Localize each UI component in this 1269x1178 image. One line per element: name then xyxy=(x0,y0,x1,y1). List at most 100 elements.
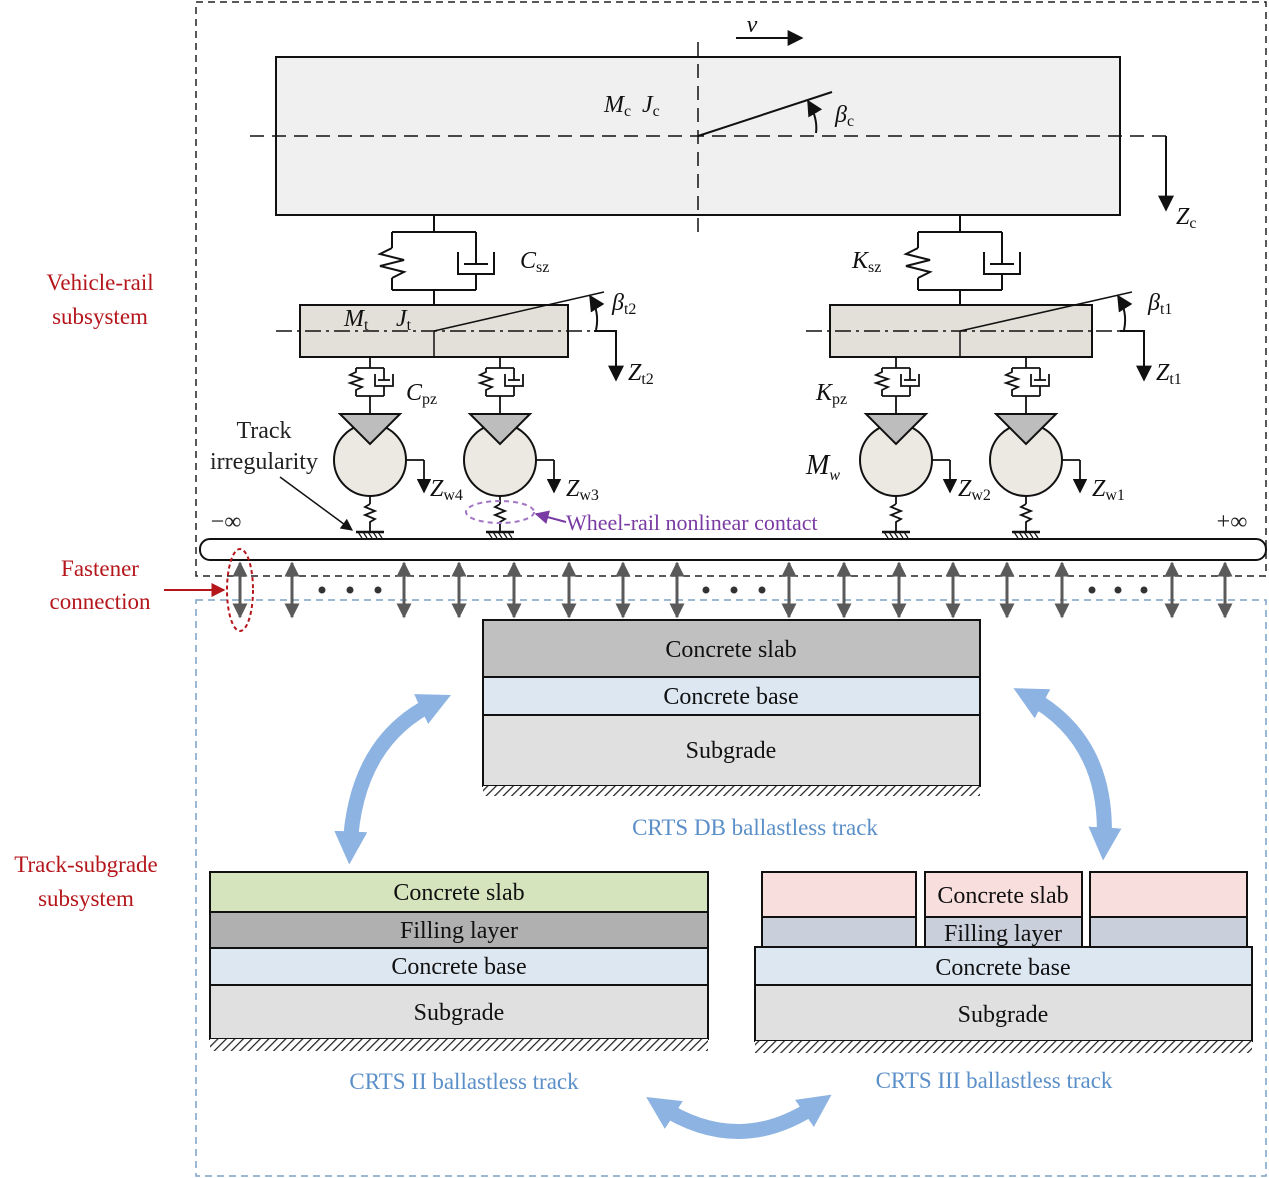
curved-arrow-bottom xyxy=(646,1094,832,1139)
db-ground-hatch xyxy=(483,786,980,796)
track-irregularity-arrow xyxy=(279,476,353,531)
car-bounce-label: Zc xyxy=(1176,204,1196,232)
iii-filling-layer xyxy=(924,916,1083,948)
wheel-rail-contact-label: Wheel-rail nonlinear contact xyxy=(566,510,818,535)
bogie-rear-pitch-line xyxy=(433,291,605,332)
vehicle-rail-label: Vehicle-rail xyxy=(46,270,153,295)
primary-stiffness-label: Kpz xyxy=(815,380,847,408)
iii-fill-left xyxy=(761,916,917,948)
track-irregularity-label-2: irregularity xyxy=(210,449,318,475)
car-mass-label: Mc xyxy=(603,92,631,120)
ellipsis-dot-0-0 xyxy=(318,586,326,594)
wheelsets xyxy=(333,357,1088,539)
velocity-symbol: v xyxy=(747,12,758,38)
fastener-label: Fastener xyxy=(61,556,139,581)
db-subgrade-label: Subgrade xyxy=(686,738,777,764)
wheelset-2 xyxy=(463,357,562,539)
track-subgrade-label: Track-subgrade xyxy=(14,852,158,877)
iii-slab-right xyxy=(1089,871,1248,918)
car-pitch-arc xyxy=(807,99,823,134)
bogie-rear-bounce-arrow xyxy=(594,330,624,382)
ii-base-label: Concrete base xyxy=(391,954,526,980)
wheel-mass-label: Mw xyxy=(805,450,840,484)
track-subgrade-boundary xyxy=(195,599,1267,1177)
track-irregularity-label: Track xyxy=(236,418,291,444)
rail xyxy=(199,538,1267,561)
crts-iii-track: Concrete slab Filling layer Concrete bas… xyxy=(754,871,1253,1053)
bogie-rear-pitch-arc xyxy=(589,294,605,331)
iii-base-label: Concrete base xyxy=(935,955,1070,981)
db-subgrade xyxy=(482,714,981,787)
iii-ground-hatch xyxy=(755,1041,1252,1053)
contact-arrow xyxy=(534,510,567,525)
bogie-front-bounce-label: Zt1 xyxy=(1156,360,1182,388)
plus-infinity-label: +∞ xyxy=(1217,509,1248,535)
ii-filling-label: Filling layer xyxy=(400,918,518,944)
car-pitch-label: βc xyxy=(834,102,854,130)
minus-infinity-label: −∞ xyxy=(211,509,242,535)
db-concrete-slab xyxy=(482,619,981,678)
wheel4-label: Zw4 xyxy=(430,476,463,504)
ellipsis-dot-2-1 xyxy=(1114,586,1122,594)
ellipsis-dot-0-2 xyxy=(374,586,382,594)
bogie-mass-label: Mt xyxy=(343,306,369,334)
wheel2-label: Zw2 xyxy=(958,476,991,504)
bogie-front-pitch-line xyxy=(959,291,1133,332)
primary-damping-label: Cpz xyxy=(406,380,437,408)
vehicle-rail-boundary xyxy=(195,1,1267,577)
secondary-suspension-right xyxy=(903,215,1021,305)
curved-arrow-left xyxy=(334,694,451,865)
wheelset-3 xyxy=(859,357,958,539)
ii-slab-label: Concrete slab xyxy=(393,880,524,906)
ellipsis-dot-1-2 xyxy=(758,586,766,594)
wheelset-4 xyxy=(989,357,1088,539)
bogie-rear-pitch-label: βt2 xyxy=(611,290,636,318)
db-slab-label: Concrete slab xyxy=(665,637,796,663)
crts-ii-track: Concrete slab Filling layer Concrete bas… xyxy=(209,871,709,1051)
ii-subgrade xyxy=(209,984,709,1040)
wheel1-label: Zw1 xyxy=(1092,476,1125,504)
iii-concrete-slab xyxy=(924,871,1083,918)
contact-ellipse xyxy=(465,500,535,524)
crts-iii-caption: CRTS III ballastless track xyxy=(876,1068,1113,1093)
db-concrete-base xyxy=(482,676,981,716)
iii-concrete-base xyxy=(754,946,1253,986)
fastener-row xyxy=(232,561,1233,619)
crts-db-caption: CRTS DB ballastless track xyxy=(632,815,878,840)
secondary-suspension-left xyxy=(377,215,495,305)
ellipsis-dot-2-2 xyxy=(1140,586,1148,594)
iii-subgrade xyxy=(754,984,1253,1042)
ii-concrete-slab xyxy=(209,871,709,913)
ii-ground-hatch xyxy=(210,1039,708,1051)
wheel3-label: Zw3 xyxy=(566,476,599,504)
crts-ii-caption: CRTS II ballastless track xyxy=(349,1069,579,1094)
wheelset-1 xyxy=(333,357,432,539)
iii-subgrade-label: Subgrade xyxy=(958,1002,1049,1028)
iii-fill-right xyxy=(1089,916,1248,948)
ellipsis-dot-1-0 xyxy=(702,586,710,594)
fastener-label-2: connection xyxy=(50,589,151,614)
bogie-inertia-label: Jt xyxy=(396,306,412,334)
ellipsis-dot-0-1 xyxy=(346,586,354,594)
crts-db-track: Concrete slab Concrete base Subgrade xyxy=(482,619,981,796)
car-inertia-label: Jc xyxy=(642,92,660,120)
bogie-rear-bounce-label: Zt2 xyxy=(628,360,654,388)
vehicle-rail-label-2: subsystem xyxy=(52,304,148,329)
car-pitch-line xyxy=(697,91,833,137)
ellipsis-dot-2-0 xyxy=(1088,586,1096,594)
fastener-highlight-ellipse xyxy=(226,548,254,632)
db-base-label: Concrete base xyxy=(663,684,798,710)
iii-slab-left xyxy=(761,871,917,918)
bogie-front-bounce-arrow xyxy=(1120,330,1152,382)
track-subgrade-label-2: subsystem xyxy=(38,886,134,911)
curved-arrow-right xyxy=(1013,688,1122,861)
secondary-stiffness-label: Ksz xyxy=(851,248,881,276)
ellipsis-dot-1-1 xyxy=(730,586,738,594)
iii-filling-label: Filling layer xyxy=(944,921,1062,947)
ii-subgrade-label: Subgrade xyxy=(414,1000,505,1026)
bogie-front-pitch-label: βt1 xyxy=(1147,290,1172,318)
ii-filling-layer xyxy=(209,911,709,949)
bogie-front-pitch-arc xyxy=(1117,294,1133,331)
iii-slab-label: Concrete slab xyxy=(937,883,1068,909)
